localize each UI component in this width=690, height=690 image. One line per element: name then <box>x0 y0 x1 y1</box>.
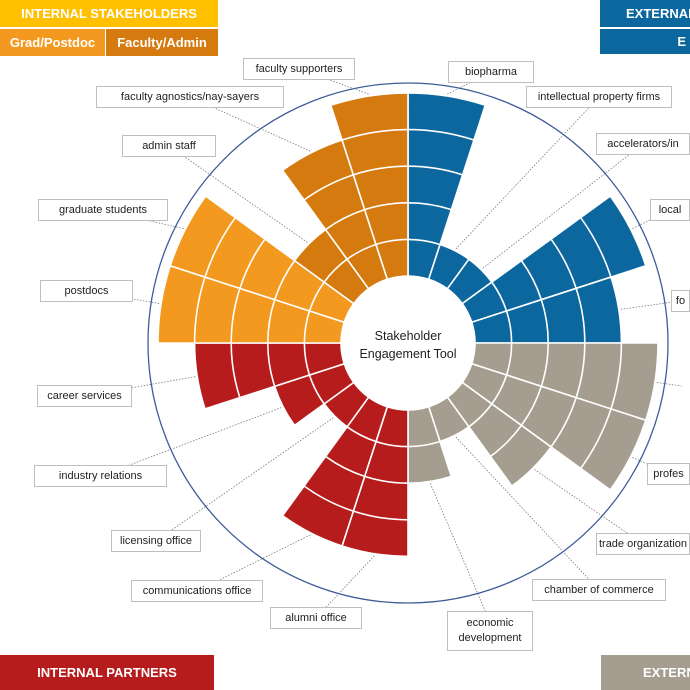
level-ring <box>353 165 409 176</box>
level-ring <box>491 281 508 312</box>
level-ring <box>550 238 577 289</box>
level-ring <box>540 342 549 387</box>
level-ring <box>407 202 452 211</box>
stakeholder-label-intellectual-property-firms: intellectual property firms <box>526 86 672 108</box>
level-ring <box>364 202 409 211</box>
level-ring <box>575 288 586 344</box>
leader-line <box>100 407 282 477</box>
level-ring <box>353 510 409 521</box>
stakeholder-label-admin-staff: admin staff <box>122 135 216 157</box>
level-ring <box>468 403 493 428</box>
stakeholder-label-trade-organization: trade organization <box>596 533 690 555</box>
level-ring <box>505 310 513 344</box>
stakeholder-label-licensing-office: licensing office <box>111 530 201 552</box>
level-ring <box>407 165 463 176</box>
stakeholder-label-industry-relations: industry relations <box>34 465 167 487</box>
level-ring <box>491 374 508 405</box>
outer-circle <box>147 82 669 604</box>
level-ring <box>489 424 523 458</box>
leader-lines <box>84 68 682 623</box>
level-ring <box>550 397 577 448</box>
legend-internal-partners: INTERNAL PARTNERS <box>0 655 214 690</box>
leader-line <box>482 143 644 269</box>
level-ring <box>230 342 241 398</box>
level-ring <box>375 440 409 448</box>
level-ring <box>267 342 276 387</box>
sector-bars <box>157 92 659 558</box>
leader-line <box>632 209 671 229</box>
legend-external: EXTERNAL <box>600 0 690 27</box>
level-ring <box>520 386 543 426</box>
stakeholder-label-fo: fo <box>671 290 690 312</box>
stakeholder-label-graduate-students: graduate students <box>38 199 168 221</box>
stakeholder-label-local: local <box>650 199 690 221</box>
legend-external-partners: EXTERN <box>601 655 690 690</box>
level-ring <box>273 260 296 300</box>
leader-line <box>455 436 600 591</box>
level-ring <box>579 217 612 278</box>
leader-line <box>155 417 334 542</box>
level-ring <box>325 455 365 478</box>
center-title-line1: Stakeholder <box>375 329 442 343</box>
level-ring <box>375 238 409 246</box>
level-ring <box>540 299 549 344</box>
leader-line <box>298 68 369 95</box>
level-ring <box>364 475 409 484</box>
level-ring <box>239 238 266 289</box>
leader-line <box>447 71 492 95</box>
level-ring <box>407 440 441 448</box>
stakeholder-label-chamber-of-commerce: chamber of commerce <box>532 579 666 601</box>
level-ring <box>204 217 237 278</box>
stakeholder-label-career-services: career services <box>37 385 132 407</box>
level-ring <box>308 374 325 405</box>
stakeholder-label-postdocs: postdocs <box>40 280 133 302</box>
level-ring <box>520 260 543 300</box>
stakeholder-label-communications-office: communications office <box>131 580 263 602</box>
leader-line <box>656 382 682 387</box>
stakeholder-label-faculty-supporters: faculty supporters <box>243 58 355 80</box>
stakeholder-label-profes: profes <box>647 463 690 485</box>
level-ring <box>407 128 475 141</box>
stakeholder-label-biopharma: biopharma <box>448 61 534 83</box>
stakeholder-label-alumni-office: alumni office <box>270 607 362 629</box>
level-ring <box>610 342 623 410</box>
level-ring <box>303 485 354 512</box>
level-ring <box>230 288 241 344</box>
leader-line <box>534 469 644 545</box>
leader-line <box>189 96 311 152</box>
leader-line <box>168 145 308 243</box>
level-ring <box>575 342 586 398</box>
legend-faculty-admin: Faculty/Admin <box>106 29 218 56</box>
center-title-line2: Engagement Tool <box>359 347 456 361</box>
level-ring <box>346 426 377 443</box>
level-ring <box>303 174 354 201</box>
level-ring <box>193 276 206 344</box>
leader-line <box>429 483 491 623</box>
legend-internal-stakeholders: INTERNAL STAKEHOLDERS <box>0 0 218 27</box>
level-ring <box>323 258 348 283</box>
stakeholder-label-faculty-agnostics-nay-sayers: faculty agnostics/nay-sayers <box>96 86 284 108</box>
level-ring <box>303 342 311 376</box>
level-ring <box>267 299 276 344</box>
leader-line <box>620 300 681 310</box>
level-ring <box>346 243 377 260</box>
stakeholder-label-accelerators-in: accelerators/in <box>596 133 690 155</box>
legend-grad-postdoc: Grad/Postdoc <box>0 29 105 56</box>
stakeholder-label-economic-development: economic development <box>447 611 533 651</box>
leader-line <box>315 555 375 619</box>
ring-lines <box>193 128 623 521</box>
level-ring <box>303 310 311 344</box>
level-ring <box>341 128 409 141</box>
level-ring <box>579 408 612 469</box>
legend-external-sub: E <box>600 29 690 54</box>
level-ring <box>325 208 365 231</box>
level-ring <box>505 342 513 376</box>
level-ring <box>308 281 325 312</box>
center-hub <box>341 276 475 410</box>
level-ring <box>407 238 441 246</box>
